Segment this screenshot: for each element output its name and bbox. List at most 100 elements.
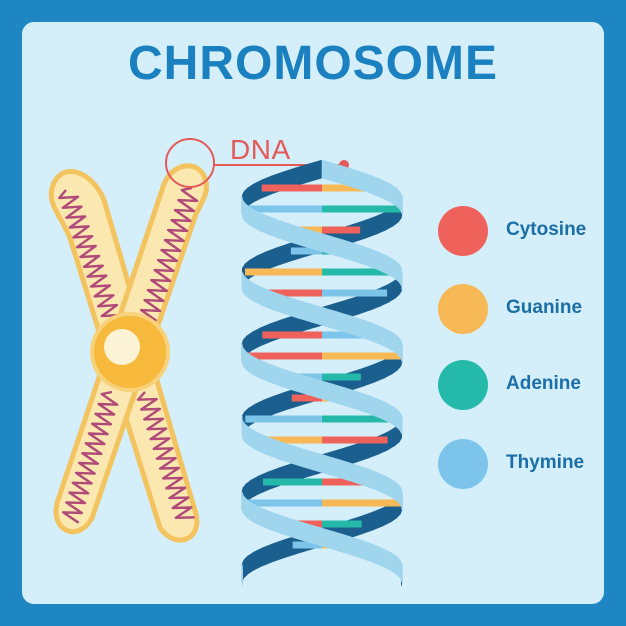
helix-ribbon-front-segment	[385, 475, 394, 499]
helix-ribbon-back-segment	[365, 215, 377, 239]
helix-ribbon-front-segment	[268, 363, 281, 387]
helix-ribbon-front-segment	[305, 375, 320, 399]
guanine-dot-icon	[438, 284, 488, 334]
helix-ribbon-front-segment	[241, 563, 243, 587]
helix-ribbon-front-segment	[337, 311, 352, 335]
helix-ribbon-back-segment	[387, 427, 395, 451]
helix-ribbon-front-segment	[335, 163, 350, 187]
helix-ribbon-back-segment	[346, 295, 360, 319]
helix-ribbon-front-segment	[284, 295, 298, 319]
dna-label: DNA	[230, 134, 291, 165]
helix-ribbon-front-segment	[286, 443, 301, 467]
helix-ribbon-front-segment	[360, 171, 373, 195]
helix-ribbon-front-segment	[369, 395, 381, 419]
helix-ribbon-front-segment	[263, 287, 274, 311]
helix-ribbon-front-segment	[277, 219, 291, 243]
helix-ribbon-front-segment	[347, 535, 361, 559]
chromosome	[48, 163, 209, 543]
helix-front-strand	[241, 159, 403, 587]
helix-ribbon-front-segment	[246, 351, 253, 375]
helix-ribbon-front-segment	[242, 347, 247, 371]
helix-ribbon-front-segment	[343, 239, 357, 263]
helix-ribbon-back-segment	[273, 391, 286, 415]
helix-ribbon-front-segment	[324, 307, 339, 331]
helix-ribbon-front-segment	[387, 255, 395, 279]
helix-ribbon-front-segment	[395, 555, 401, 579]
helix-ribbon-front-segment	[350, 315, 364, 339]
helix-ribbon-back-segment	[363, 363, 376, 387]
helix-ribbon-front-segment	[398, 262, 402, 288]
helix-ribbon-front-segment	[392, 479, 399, 503]
helix-ribbon-front-segment	[353, 463, 366, 487]
helix-ribbon-back-segment	[372, 507, 383, 531]
helix-ribbon-front-segment	[367, 247, 379, 271]
helix-ribbon-front-segment	[279, 367, 293, 391]
helix-ribbon-front-segment	[247, 499, 254, 523]
helix-ribbon-front-segment	[381, 547, 391, 571]
helix-ribbon-front-segment	[264, 435, 276, 459]
helix-ribbon-front-segment	[253, 503, 262, 527]
helix-ribbon-front-segment	[393, 259, 400, 283]
helix-ribbon-front-segment	[329, 235, 344, 259]
helix-ribbon-front-segment	[358, 391, 371, 415]
helix-ribbon-front-segment	[371, 543, 383, 567]
dna-double-helix	[241, 159, 403, 587]
helix-ribbon-front-segment	[256, 431, 266, 455]
centromere	[90, 312, 170, 392]
cytosine-dot-icon	[438, 206, 488, 256]
legend-label-cytosine: Cytosine	[506, 219, 587, 240]
helix-ribbon-back-segment	[247, 183, 254, 207]
helix-ribbon-front-segment	[389, 551, 397, 575]
helix-ribbon-back-segment	[263, 395, 275, 419]
helix-ribbon-front-segment	[259, 359, 270, 383]
helix-ribbon-front-segment	[326, 455, 341, 479]
helix-ribbon-front-segment	[251, 355, 260, 379]
helix-ribbon-back-segment	[269, 319, 281, 343]
helix-ribbon-front-segment	[379, 399, 389, 423]
helix-ribbon-back-segment	[271, 539, 284, 563]
helix-ribbon-front-segment	[399, 411, 403, 435]
helix-ribbon-front-segment	[340, 459, 354, 483]
helix-ribbon-front-segment	[257, 211, 268, 235]
helix-ribbon-front-segment	[363, 319, 375, 343]
helix-ribbon-front-segment	[321, 527, 336, 551]
helix-ribbon-front-segment	[375, 471, 386, 495]
helix-ribbon-back-segment	[361, 511, 374, 535]
helix-ribbon-front-segment	[289, 223, 304, 247]
helix-ribbon-front-segment	[334, 531, 349, 555]
helix-ribbon-back-segment	[374, 359, 385, 383]
legend	[438, 206, 488, 489]
helix-ribbon-back-segment	[252, 327, 261, 351]
helix-ribbon-front-segment	[313, 451, 328, 475]
helix-ribbon-back-segment	[265, 247, 277, 271]
helix-ribbon-front-segment	[321, 159, 336, 183]
page-title: CHROMOSOME	[128, 37, 498, 90]
helix-ribbon-front-segment	[332, 383, 347, 407]
helix-ribbon-front-segment	[400, 487, 403, 511]
legend-label-guanine: Guanine	[506, 297, 583, 318]
helix-ribbon-front-segment	[275, 439, 288, 463]
helix-ribbon-back-segment	[250, 475, 259, 499]
helix-ribbon-front-segment	[345, 387, 359, 411]
helix-ribbon-front-segment	[365, 467, 377, 491]
helix-ribbon-front-segment	[245, 203, 252, 227]
helix-ribbon-back-segment	[308, 159, 323, 183]
helix-ribbon-back-segment	[382, 503, 391, 527]
helix-ribbon-back-segment	[246, 331, 253, 355]
helix-ribbon-back-segment	[243, 555, 249, 579]
helix-ribbon-front-segment	[254, 283, 264, 307]
helix-ribbon-front-segment	[243, 275, 249, 299]
helix-ribbon-front-segment	[360, 539, 373, 563]
helix-ribbon-front-segment	[374, 323, 385, 347]
helix-ribbon-front-segment	[394, 407, 400, 431]
helix-ribbon-front-segment	[400, 339, 403, 363]
helix-ribbon-front-segment	[273, 291, 286, 315]
helix-ribbon-front-segment	[391, 331, 398, 355]
helix-ribbon-back-segment	[248, 403, 256, 427]
helix-ribbon-front-segment	[302, 227, 317, 251]
helix-ribbon-front-segment	[249, 427, 257, 451]
helix-ribbon-front-segment	[310, 303, 325, 327]
helix-ribbon-back-segment	[294, 163, 309, 187]
helix-ribbon-back-segment	[388, 279, 396, 303]
